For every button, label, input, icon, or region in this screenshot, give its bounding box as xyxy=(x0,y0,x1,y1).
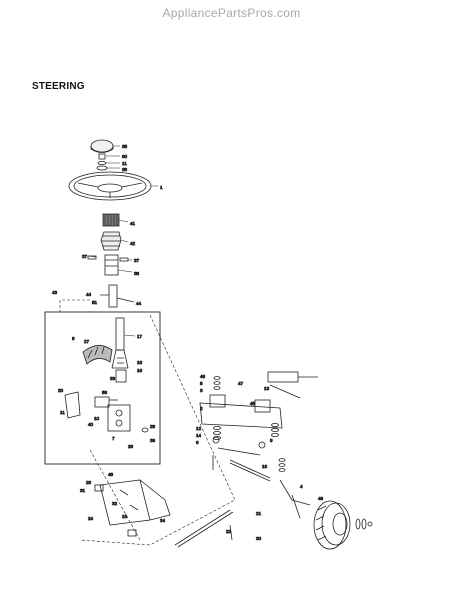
callout-label: 5 xyxy=(200,381,203,386)
callout-label: 22 xyxy=(226,529,232,534)
callout-label: 17 xyxy=(137,334,143,339)
callout-label: 16 xyxy=(262,464,268,469)
callout-label: 12 xyxy=(196,426,202,431)
callout-label: 33 xyxy=(110,376,116,381)
tie-rod xyxy=(229,459,271,482)
callout-label: 7 xyxy=(112,436,115,441)
column-bellows xyxy=(100,231,122,251)
callout-label: 18 xyxy=(137,360,143,365)
callout-label: 42 xyxy=(130,241,136,246)
callout-label: 36 xyxy=(122,167,128,172)
wheel-hardware xyxy=(355,518,373,530)
callout-label: 43 xyxy=(52,290,58,295)
right-spindle xyxy=(267,371,318,519)
callout-label: 20 xyxy=(58,388,64,393)
callout-label: 41 xyxy=(130,221,136,226)
callout-label: 34 xyxy=(160,518,166,523)
callout-label: 9 xyxy=(270,438,273,443)
front-axle xyxy=(199,394,283,470)
callout-label: 51 xyxy=(92,300,98,305)
callout-label: 48 xyxy=(108,472,114,477)
callout-label: 44 xyxy=(86,292,92,297)
callout-label: 2 xyxy=(200,406,203,411)
callout-label: 28 xyxy=(150,424,156,429)
callout-label: 19 xyxy=(137,368,143,373)
splined-adapter xyxy=(102,213,120,227)
drag-link xyxy=(174,509,234,548)
callout-label: 45 xyxy=(250,401,256,406)
callout-label: 29 xyxy=(86,480,92,485)
callout-label: 47 xyxy=(238,381,244,386)
callout-label: 39 xyxy=(150,438,156,443)
washer-stack-right xyxy=(271,422,286,472)
dashed-outline xyxy=(59,299,236,546)
callout-label: 11 xyxy=(122,161,127,166)
callout-label: 27 xyxy=(84,339,90,344)
callout-label: 6 xyxy=(196,440,199,445)
callout-label: 31 xyxy=(80,488,86,493)
callout-label: 26 xyxy=(128,444,134,449)
callout-label: 38 xyxy=(134,271,140,276)
subassembly-box xyxy=(44,311,161,465)
cap-hardware xyxy=(96,153,108,171)
steering-shaft xyxy=(111,317,129,383)
callout-label: 21 xyxy=(256,511,262,516)
callout-label: 1 xyxy=(160,185,163,190)
callout-label: 35 xyxy=(122,144,128,149)
callout-label: 10 xyxy=(94,416,100,421)
callout-label: 46 xyxy=(200,374,206,379)
callout-label: 37 xyxy=(82,254,88,259)
callout-label: 13 xyxy=(264,386,270,391)
steering-wheel xyxy=(68,171,152,201)
callout-label: 14 xyxy=(196,433,202,438)
front-wheel xyxy=(313,500,351,550)
callout-label: 32 xyxy=(112,501,118,506)
callout-label: 60 xyxy=(122,154,128,159)
upper-shaft xyxy=(100,284,135,308)
steering-cap xyxy=(90,139,114,153)
callout-label: 15 xyxy=(122,514,128,519)
frame-bracket xyxy=(94,479,171,537)
washer-stack-left xyxy=(213,376,221,440)
callout-label: 37 xyxy=(134,258,140,263)
callout-label: 44 xyxy=(136,301,142,306)
section-title: STEERING xyxy=(32,81,85,92)
callout-label: 8 xyxy=(72,336,75,341)
callout-label: 56 xyxy=(102,390,108,395)
callout-label: 11 xyxy=(60,410,65,415)
watermark: AppliancePartsPros.com xyxy=(162,6,301,20)
column-hub xyxy=(87,254,129,276)
callout-label: 24 xyxy=(88,516,94,521)
callout-label: 40 xyxy=(88,422,94,427)
callout-label: 3 xyxy=(200,388,203,393)
callout-label: 30 xyxy=(256,536,262,541)
gear-segment xyxy=(82,345,113,365)
callout-label: 4 xyxy=(300,484,303,489)
pivot-bracket xyxy=(64,391,149,433)
callout-label: 49 xyxy=(318,496,324,501)
